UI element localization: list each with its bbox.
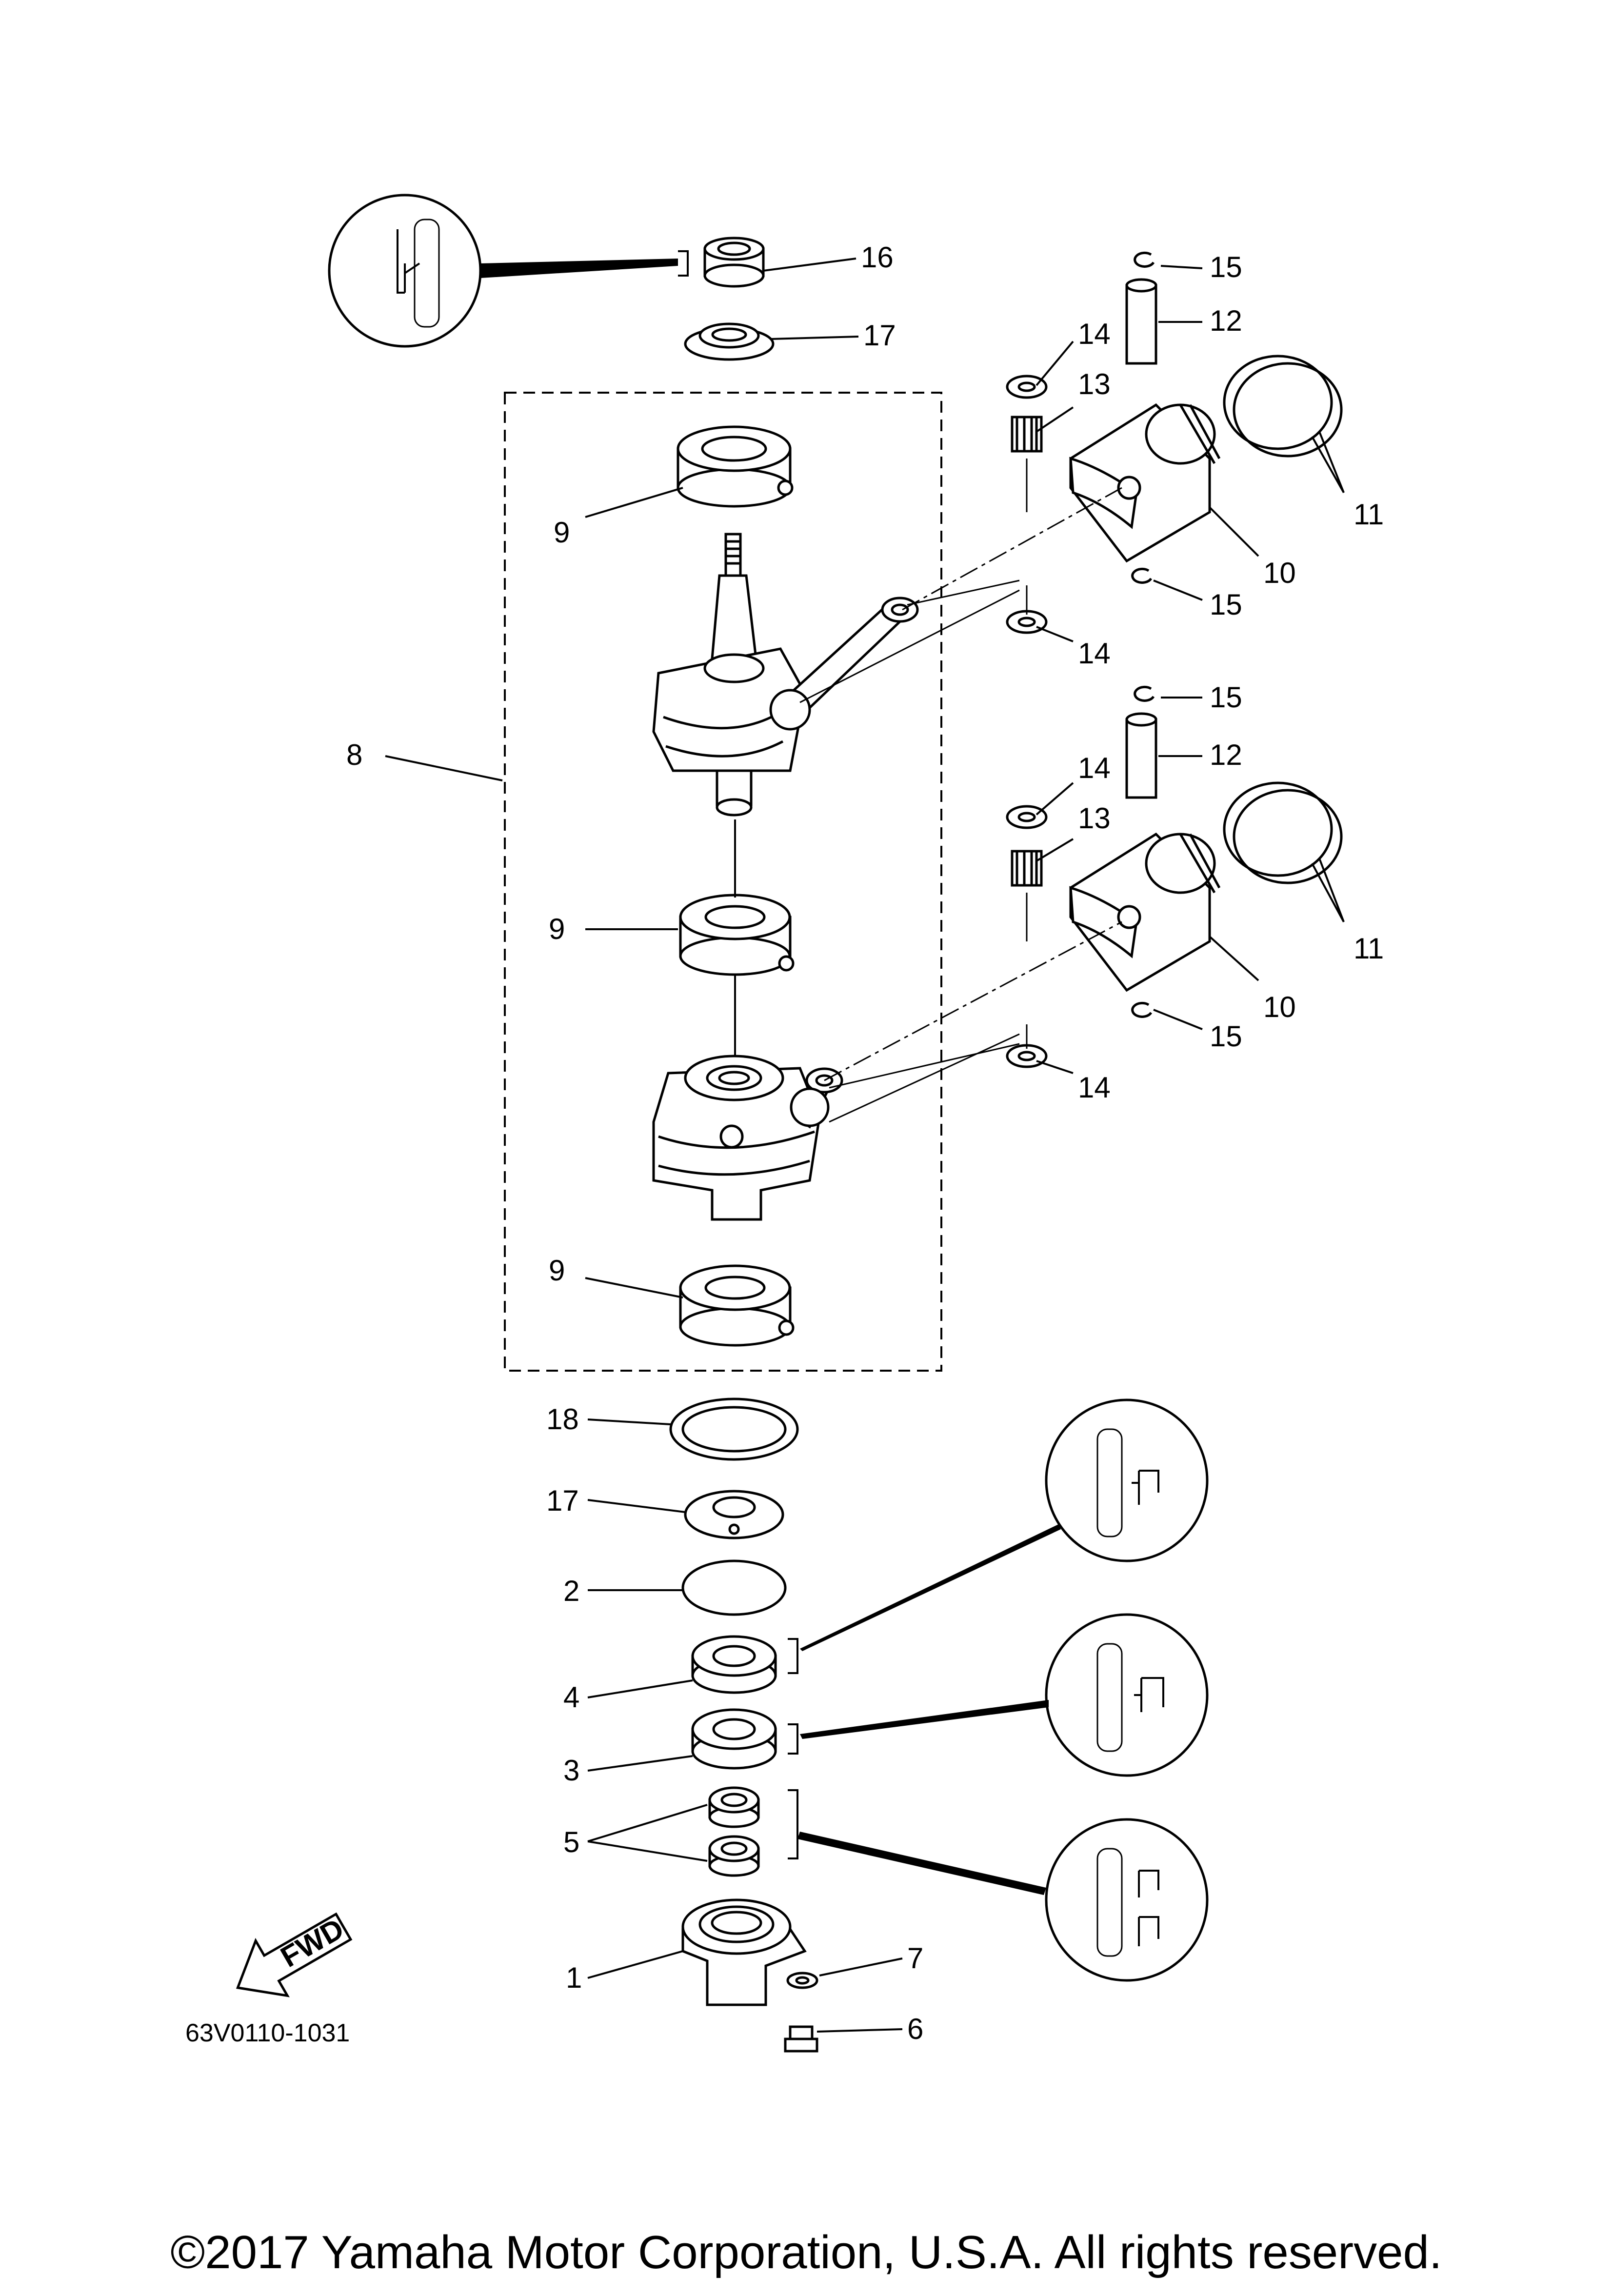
callout-9-top: 9 — [554, 516, 570, 549]
bolt-6 — [784, 2025, 818, 2053]
callout-14-d: 14 — [1078, 1071, 1111, 1104]
oil-seal-4 — [691, 1635, 777, 1694]
callout-12-b: 12 — [1210, 739, 1242, 771]
oil-seals-5 — [708, 1786, 760, 1877]
crankshaft-upper — [652, 533, 806, 817]
retainer-17-top — [684, 322, 775, 361]
callout-14-c: 14 — [1078, 752, 1111, 784]
bearing-9-top — [677, 425, 794, 508]
piston-rings-11-upper — [1223, 355, 1343, 458]
piston-rings-11-lower — [1223, 781, 1343, 884]
callout-15-c: 15 — [1210, 681, 1242, 714]
bearing-9-middle — [679, 894, 795, 976]
callout-18: 18 — [546, 1403, 579, 1436]
o-ring-18 — [669, 1398, 799, 1461]
bearing-9-bottom — [679, 1264, 795, 1347]
fwd-label: FWD — [275, 1912, 349, 1974]
callout-13-a: 13 — [1078, 368, 1111, 400]
needle-bearing-13-upper — [1011, 416, 1043, 453]
retainer-17-bottom — [684, 1490, 784, 1539]
detail-circle-top — [328, 194, 689, 348]
detail-circle-1 — [788, 1398, 1209, 1674]
callout-9-bottom: 9 — [549, 1254, 565, 1287]
callout-15-d: 15 — [1210, 1020, 1242, 1053]
callout-12-a: 12 — [1210, 304, 1242, 337]
callout-17-top: 17 — [863, 319, 896, 352]
callout-11-b: 11 — [1354, 932, 1384, 965]
callout-15-b: 15 — [1210, 588, 1242, 621]
callout-11-a: 11 — [1354, 498, 1384, 531]
callout-8: 8 — [346, 739, 362, 771]
crankshaft-lower — [652, 1055, 821, 1221]
callout-1: 1 — [566, 1961, 582, 1994]
fwd-arrow-icon: FWD — [236, 1912, 353, 1997]
crankshaft-assembly-box — [504, 392, 942, 1372]
o-ring-2 — [681, 1559, 787, 1616]
circlips-15 — [1131, 251, 1155, 1018]
callout-2: 2 — [563, 1575, 579, 1607]
callout-6: 6 — [907, 2013, 923, 2045]
detail-circle-3 — [788, 1789, 1209, 1982]
callout-17-bottom: 17 — [546, 1484, 579, 1517]
callout-13-b: 13 — [1078, 802, 1111, 835]
piston-10-upper — [1069, 403, 1221, 563]
callout-9-middle: 9 — [549, 913, 565, 945]
callout-5: 5 — [563, 1826, 579, 1858]
callout-15-a: 15 — [1210, 251, 1242, 283]
connecting-rod-upper — [769, 597, 919, 731]
oil-seal-3 — [691, 1708, 777, 1770]
callout-14-a: 14 — [1078, 318, 1111, 350]
callout-16: 16 — [861, 241, 894, 274]
drawing-code: 63V0110-1031 — [185, 2019, 350, 2047]
detail-circle-2 — [788, 1613, 1209, 1777]
callout-4: 4 — [563, 1681, 579, 1714]
piston-pin-12-lower — [1125, 712, 1157, 799]
washer-7 — [786, 1972, 818, 1989]
callout-labels: 16 17 9 9 9 8 15 12 14 13 11 10 15 14 15… — [346, 241, 1384, 2045]
housing-1 — [681, 1898, 807, 2006]
copyright-notice: ©2017 Yamaha Motor Corporation, U.S.A. A… — [170, 2226, 1442, 2278]
callout-10-a: 10 — [1263, 557, 1296, 589]
piston-pin-12-upper — [1125, 278, 1157, 365]
leader-lines — [385, 258, 1345, 2033]
callout-7: 7 — [907, 1942, 923, 1975]
callout-3: 3 — [563, 1754, 579, 1787]
needle-bearing-13-lower — [1011, 850, 1043, 887]
callout-14-b: 14 — [1078, 637, 1111, 670]
callout-10-b: 10 — [1263, 991, 1296, 1023]
oil-seal-16 — [703, 237, 765, 288]
piston-10-lower — [1069, 832, 1221, 992]
